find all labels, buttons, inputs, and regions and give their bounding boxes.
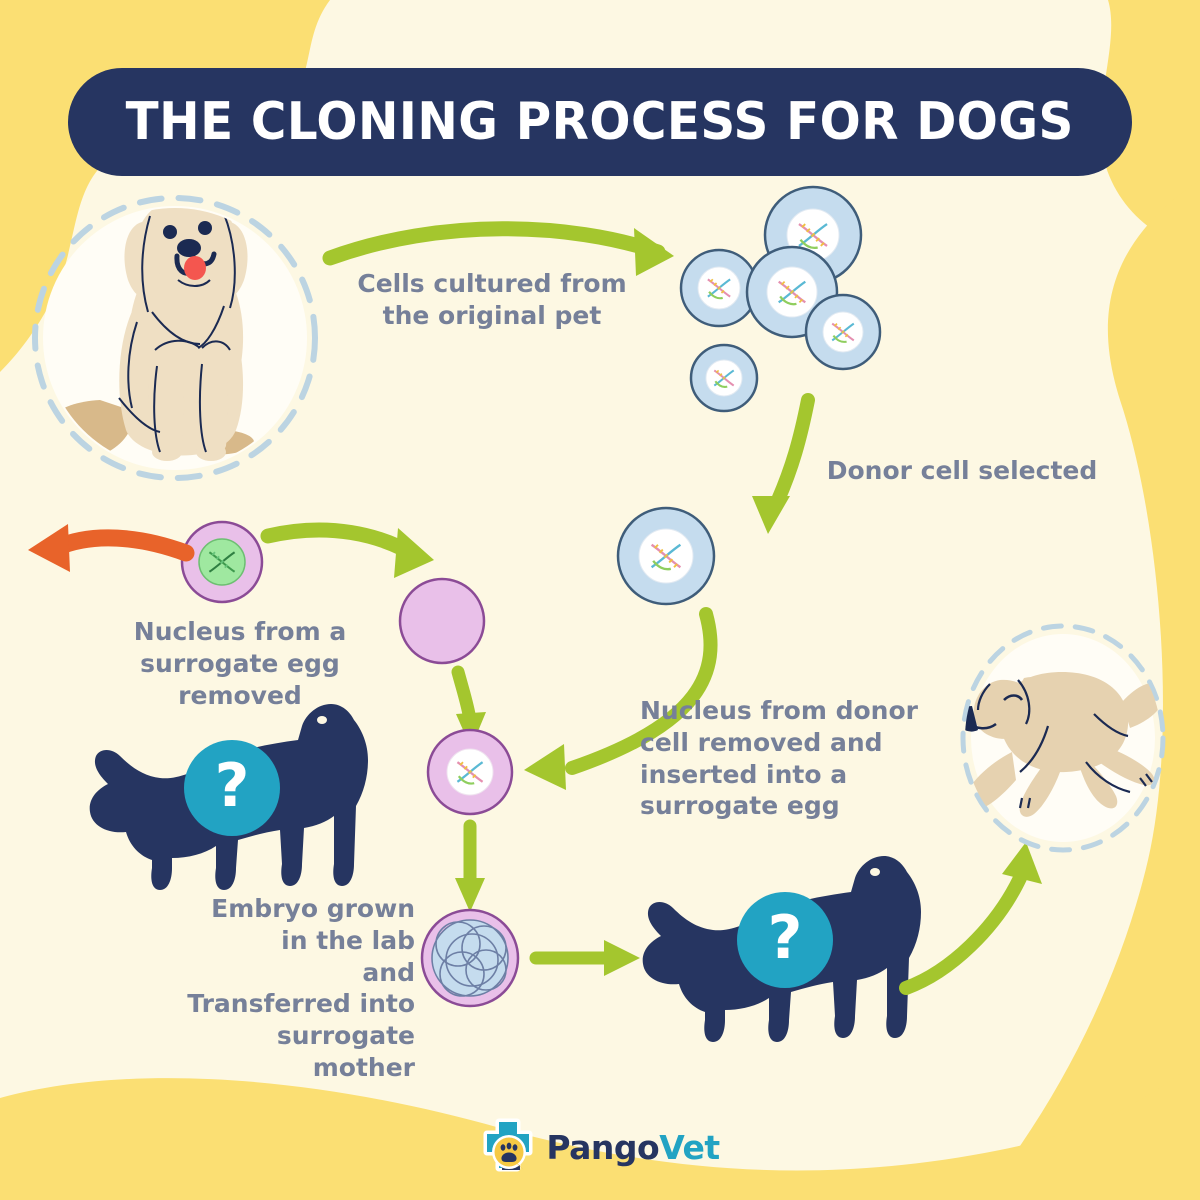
logo-wordmark: PangoVet (546, 1127, 720, 1167)
original-pet-dashed-ring (32, 195, 318, 481)
cultured-cell-cluster (679, 185, 882, 413)
cell-item (679, 248, 759, 328)
step-label-embryo-grown: Embryo grown in the lab and Transferred … (150, 893, 415, 1084)
sitting-labrador-original-pet (45, 208, 254, 462)
caption-line: surrogate egg removed (140, 648, 340, 710)
donor-cell (616, 506, 716, 606)
page-title: THE CLONING PROCESS FOR DOGS (125, 92, 1075, 152)
yellow-blob-top-right (1100, 0, 1200, 250)
surrogate-mother-silhouette: ? (642, 856, 921, 1042)
arrow-embryo-to-mother (529, 940, 640, 976)
question-badge-label: ? (215, 751, 250, 821)
page-title-bar: THE CLONING PROCESS FOR DOGS (68, 68, 1132, 176)
vet-cross-paw-logo-icon (483, 1118, 533, 1172)
caption-line: surrogate egg (640, 791, 840, 821)
cell-item (804, 293, 882, 371)
cell-item (689, 343, 759, 413)
caption-line: Transferred into (187, 989, 415, 1019)
caption-line: Nucleus from a (133, 617, 347, 646)
arrow-egg-to-enucleated (260, 522, 434, 578)
yellow-wave-bottom (0, 1058, 1200, 1200)
pangovet-logo[interactable]: PangoVet (0, 1118, 1200, 1176)
puppy-dashed-ring (960, 623, 1166, 853)
mother-question-badge-label: ? (768, 903, 803, 973)
running-puppy (965, 672, 1161, 817)
embryo-blastocyst (420, 908, 520, 1008)
caption-line: cell removed and (640, 727, 883, 757)
step-label-cells-cultured: Cells cultured from the original pet (320, 268, 664, 332)
enucleated-surrogate-egg (398, 577, 486, 665)
question-badge-circle (184, 740, 280, 836)
mother-question-badge-circle (737, 892, 833, 988)
caption-line: the original pet (382, 300, 602, 330)
step-label-donor-cell-selected: Donor cell selected (812, 455, 1112, 487)
caption-line: Cells cultured from (357, 269, 627, 298)
original-pet-figure (32, 195, 318, 481)
caption-line: Embryo grown (211, 894, 415, 923)
arrow-egg-nucleus-out (28, 524, 195, 572)
caption-line: Nucleus from donor (640, 696, 918, 725)
caption-line: and (362, 957, 415, 987)
step-label-nucleus-donor-inserted: Nucleus from donor cell removed and inse… (640, 695, 940, 822)
cloned-puppy-result (960, 623, 1166, 853)
arrow-cells-to-donor (752, 393, 815, 534)
arrow-reconstructed-to-embryo (455, 819, 485, 912)
arrow-mother-to-puppy (899, 842, 1042, 995)
caption-line: inserted into a (640, 759, 848, 789)
caption-line: surrogate (276, 1021, 415, 1050)
unknown-dog-silhouette: ? (89, 704, 368, 890)
reconstructed-egg-with-donor-nucleus (426, 728, 514, 816)
logo-wordmark-secondary: Vet (659, 1127, 720, 1167)
caption-line: in the lab (281, 925, 415, 955)
caption-line: Donor cell selected (826, 456, 1098, 485)
yellow-band-right (980, 180, 1200, 1200)
logo-wordmark-primary: Pango (546, 1127, 660, 1167)
arrow-donor-to-egg (524, 607, 718, 790)
step-label-nucleus-surrogate-removed: Nucleus from a surrogate egg removed (75, 616, 405, 711)
surrogate-egg-with-nucleus (180, 520, 264, 604)
arrow-dog-to-cells (322, 221, 674, 276)
caption-line: mother (312, 1052, 415, 1082)
